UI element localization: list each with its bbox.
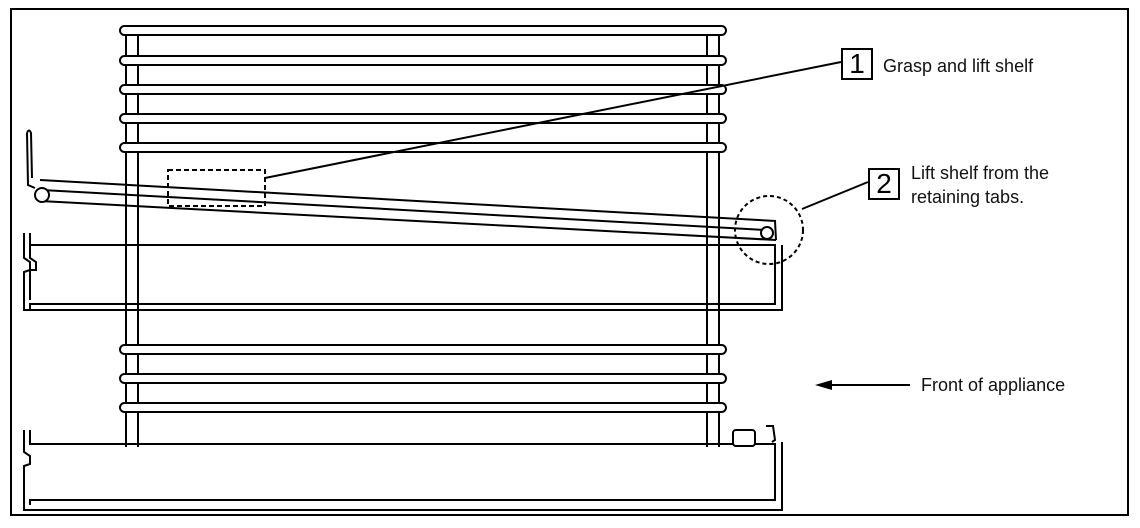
- callout-number-2: 2: [868, 168, 900, 200]
- lower-rack-rods: [119, 344, 727, 413]
- front-of-appliance-label: Front of appliance: [921, 375, 1066, 395]
- callout-text-2-line1: Lift shelf from the: [911, 163, 1050, 183]
- grasp-area-box: [167, 169, 266, 207]
- retaining-tab-circle: [734, 195, 804, 265]
- upper-side-rail: [29, 233, 776, 310]
- leader-line-2: [801, 181, 869, 210]
- outer-border: [10, 8, 1129, 516]
- callout-number-1: 1: [841, 48, 873, 80]
- front-arrow: [815, 380, 910, 390]
- lower-side-rail: [23, 430, 783, 511]
- retaining-tab: [732, 429, 756, 447]
- callout-text-2: Lift shelf from the retaining tabs.: [911, 161, 1111, 209]
- upper-rack-rods: [119, 25, 727, 153]
- tilted-shelf: [26, 129, 777, 241]
- callout-text-1: Grasp and lift shelf: [883, 56, 1034, 76]
- leader-line-1: [264, 61, 842, 179]
- callout-text-2-line2: retaining tabs.: [911, 187, 1025, 207]
